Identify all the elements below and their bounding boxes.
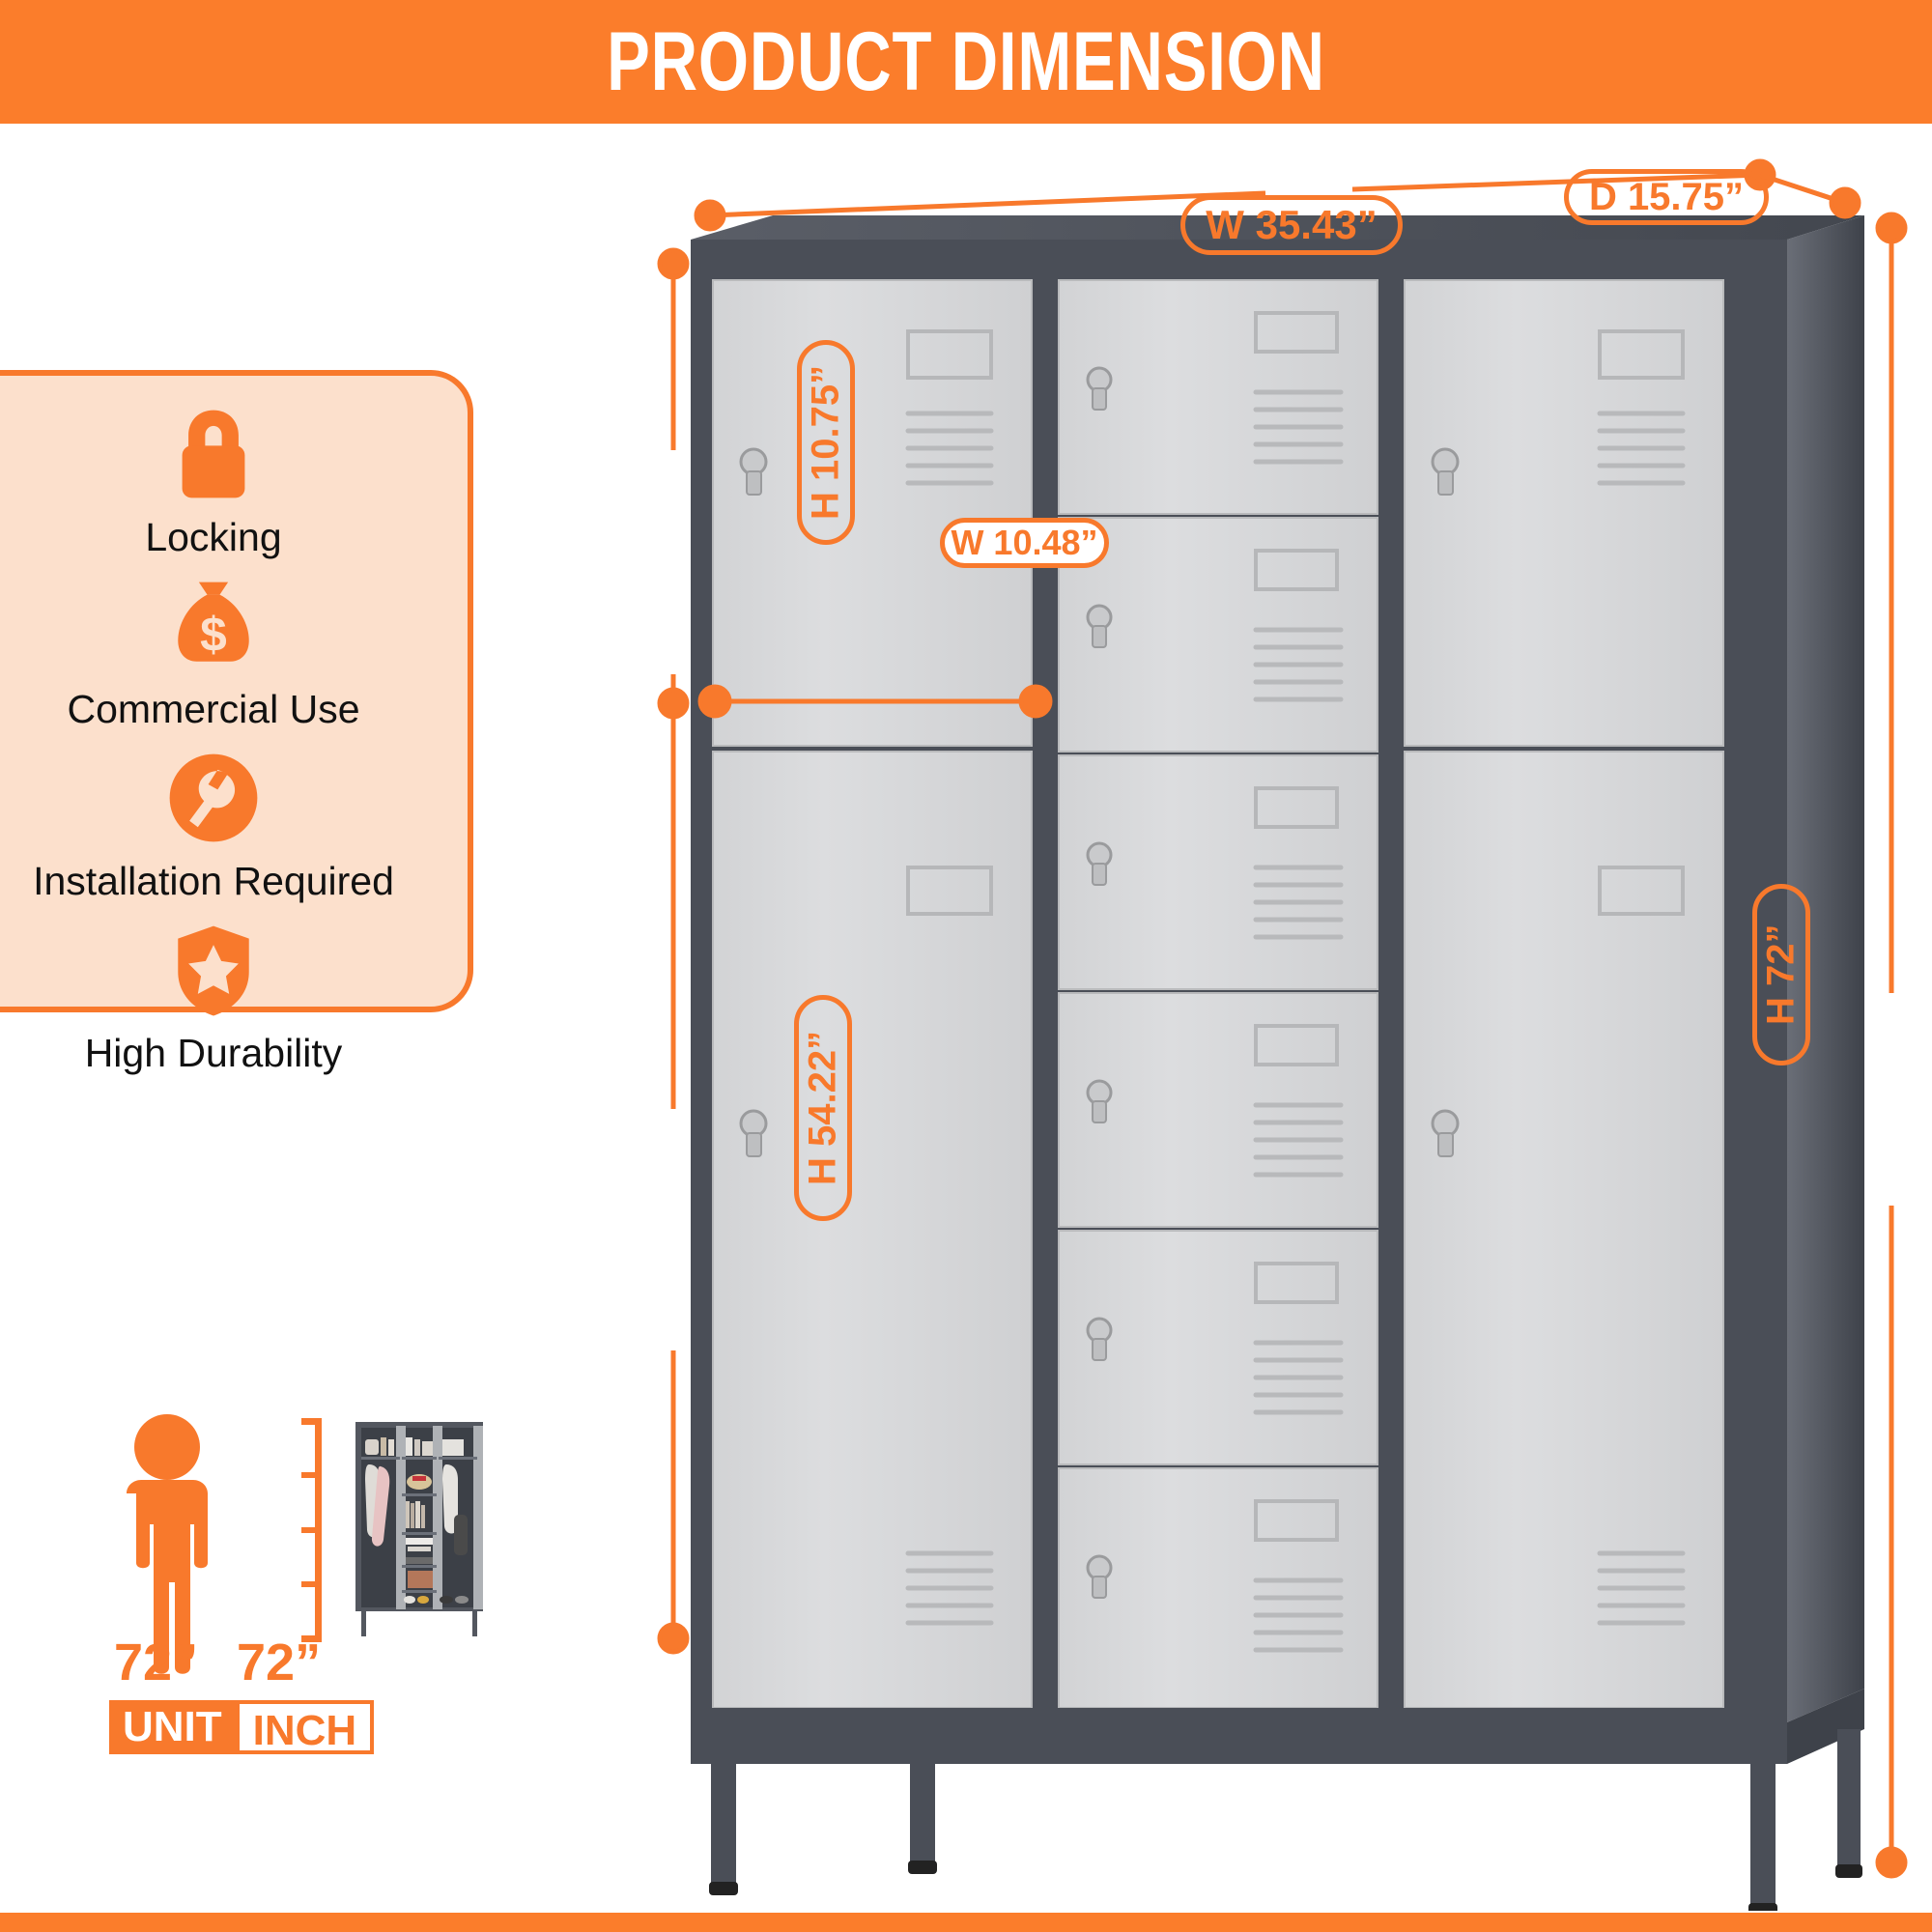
locker-door (712, 751, 1033, 1709)
unit-value-label: INCH (235, 1700, 375, 1754)
footer-banner (0, 1913, 1932, 1932)
locker-door (1058, 1467, 1378, 1709)
money-bag-icon: $ (161, 574, 266, 678)
locker-vent (1597, 411, 1686, 1626)
svg-text:$: $ (200, 608, 227, 662)
unit-badge: UNIT INCH (109, 1700, 375, 1754)
feature-item-commercial-use: $ Commercial Use (0, 574, 479, 729)
locker-vent (1253, 389, 1344, 1653)
wrench-icon (161, 746, 266, 850)
locker-column-right (1404, 279, 1724, 1709)
locker-door (1058, 1230, 1378, 1465)
dimension-badge-door-width: W 10.48” (940, 518, 1109, 568)
locker-door (1058, 517, 1378, 753)
dimension-badge-width-total: W 35.43” (1180, 195, 1403, 255)
locker-door (1058, 754, 1378, 990)
locker-side-panel (1787, 215, 1864, 1722)
locker-latch (1086, 366, 1113, 1599)
open-locker-thumbnail (346, 1418, 493, 1640)
shield-star-icon (161, 918, 266, 1022)
locker-legs (711, 1729, 1861, 1909)
product-dimension-diagram (618, 124, 1932, 1911)
dimension-badge-height-total: H 72” (1752, 884, 1810, 1065)
feature-panel: Locking $ Commercial Use Installation Re… (0, 370, 473, 1073)
locker-latch (1431, 447, 1460, 1157)
feature-item-installation-required: Installation Required (0, 746, 479, 901)
dimension-badge-height-top: H 10.75” (797, 340, 855, 545)
feature-label: Commercial Use (67, 687, 360, 731)
locker-illustration (657, 158, 1908, 1911)
locker-bottom-rail (691, 1708, 1787, 1764)
dim-line-width-total (709, 190, 1266, 218)
locker-door (1404, 279, 1724, 747)
scale-comparison (97, 1401, 483, 1748)
header-banner (0, 0, 1932, 124)
locker-door (712, 279, 1033, 747)
locker-door (1058, 279, 1378, 515)
feature-item-high-durability: High Durability (0, 918, 479, 1073)
locker-door (1404, 751, 1724, 1709)
feature-item-locking: Locking (0, 402, 479, 557)
locker-column-left (712, 279, 1033, 1709)
unit-key-label: UNIT (109, 1700, 236, 1754)
locker-door (1058, 992, 1378, 1228)
feature-label: Locking (145, 515, 282, 559)
locker-vent (905, 411, 994, 1626)
height-ruler-icon (301, 1418, 336, 1647)
person-height-label: 72” (114, 1634, 199, 1691)
lock-icon (161, 402, 266, 506)
product-height-label: 72” (237, 1634, 322, 1691)
feature-label: High Durability (84, 1031, 343, 1075)
locker-latch (739, 447, 768, 1157)
dimension-badge-height-body: H 54.22” (794, 995, 852, 1221)
locker-column-middle (1058, 279, 1378, 1709)
feature-label: Installation Required (33, 859, 394, 903)
dimension-badge-depth: D 15.75” (1564, 169, 1769, 225)
dimension-lines (657, 158, 1908, 1879)
person-silhouette-icon (104, 1410, 230, 1686)
page-title: PRODUCT DIMENSION (607, 14, 1325, 108)
